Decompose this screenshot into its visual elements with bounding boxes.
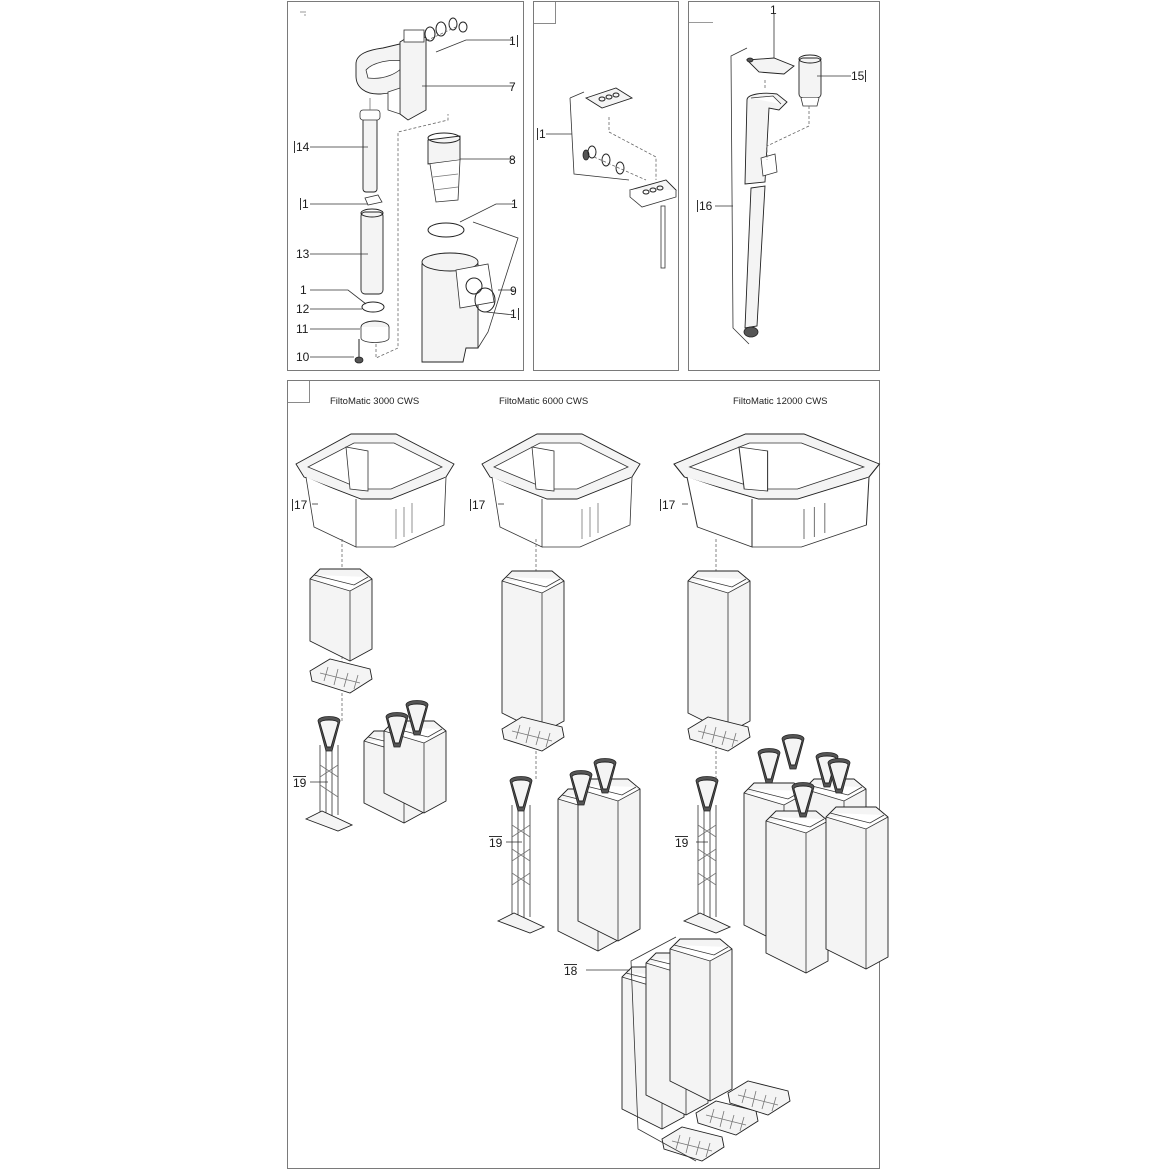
callout-filter-basket: 8 [509, 153, 516, 167]
panel-index-line [689, 22, 713, 23]
callout-seal-mid-left: 1 [300, 197, 309, 211]
panel-index-box [288, 381, 310, 403]
callout-stand-12000: 19 [675, 836, 689, 850]
callout-stand-3000: 19 [293, 776, 307, 790]
callout-union-nut: 11 [296, 322, 309, 336]
callout-seal-low-left: 1 [300, 283, 307, 297]
callout-uv-tube: 14 [294, 140, 310, 154]
callout-seal-side-right: 1 [510, 307, 519, 321]
panel-float-switch: 1 15 16 [688, 1, 880, 371]
tray-3000 [295, 433, 455, 548]
panel-cartridge-sets: FiltoMatic 3000 CWS FiltoMatic 6000 CWS … [287, 380, 889, 1169]
callout-screw: 10 [296, 350, 310, 364]
cartridge-sets-exploded-drawing [295, 433, 889, 1162]
callout-filter-housing: 9 [510, 284, 517, 298]
callout-seal-mid-right: 1 [511, 197, 518, 211]
panel-connector-plate: 1 [533, 1, 679, 371]
callout-tray-3000: 17 [292, 498, 308, 512]
callout-rod-assembly: 16 [697, 199, 713, 213]
callout-o-ring: 12 [296, 302, 310, 316]
callout-quartz-glass: 13 [296, 247, 310, 261]
connector-plate-exploded-drawing [546, 87, 677, 269]
callout-bracket-seal: 1 [770, 3, 777, 17]
float-switch-exploded-drawing [715, 14, 851, 345]
callout-seal-set-top: 1 [509, 34, 518, 48]
model-title-3000: FiltoMatic 3000 CWS [330, 396, 420, 407]
model-title-12000: FiltoMatic 12000 CWS [733, 396, 828, 407]
callout-tray-6000: 17 [470, 498, 486, 512]
callout-pump-head: 7 [509, 80, 516, 94]
callout-spare-cartridges: 18 [564, 964, 578, 978]
callout-tray-12000: 17 [660, 498, 676, 512]
pump-filter-exploded-drawing [300, 11, 519, 364]
callout-float-sensor: 15 [851, 69, 867, 83]
panel-pump-filter-assembly: 1 7 8 14 1 1 13 9 1 12 1 11 10 [287, 1, 524, 371]
callout-seal-set-plate: 1 [537, 127, 546, 141]
callout-stand-6000: 19 [489, 836, 503, 850]
panel-index-box [534, 2, 556, 24]
model-title-6000: FiltoMatic 6000 CWS [499, 396, 589, 407]
